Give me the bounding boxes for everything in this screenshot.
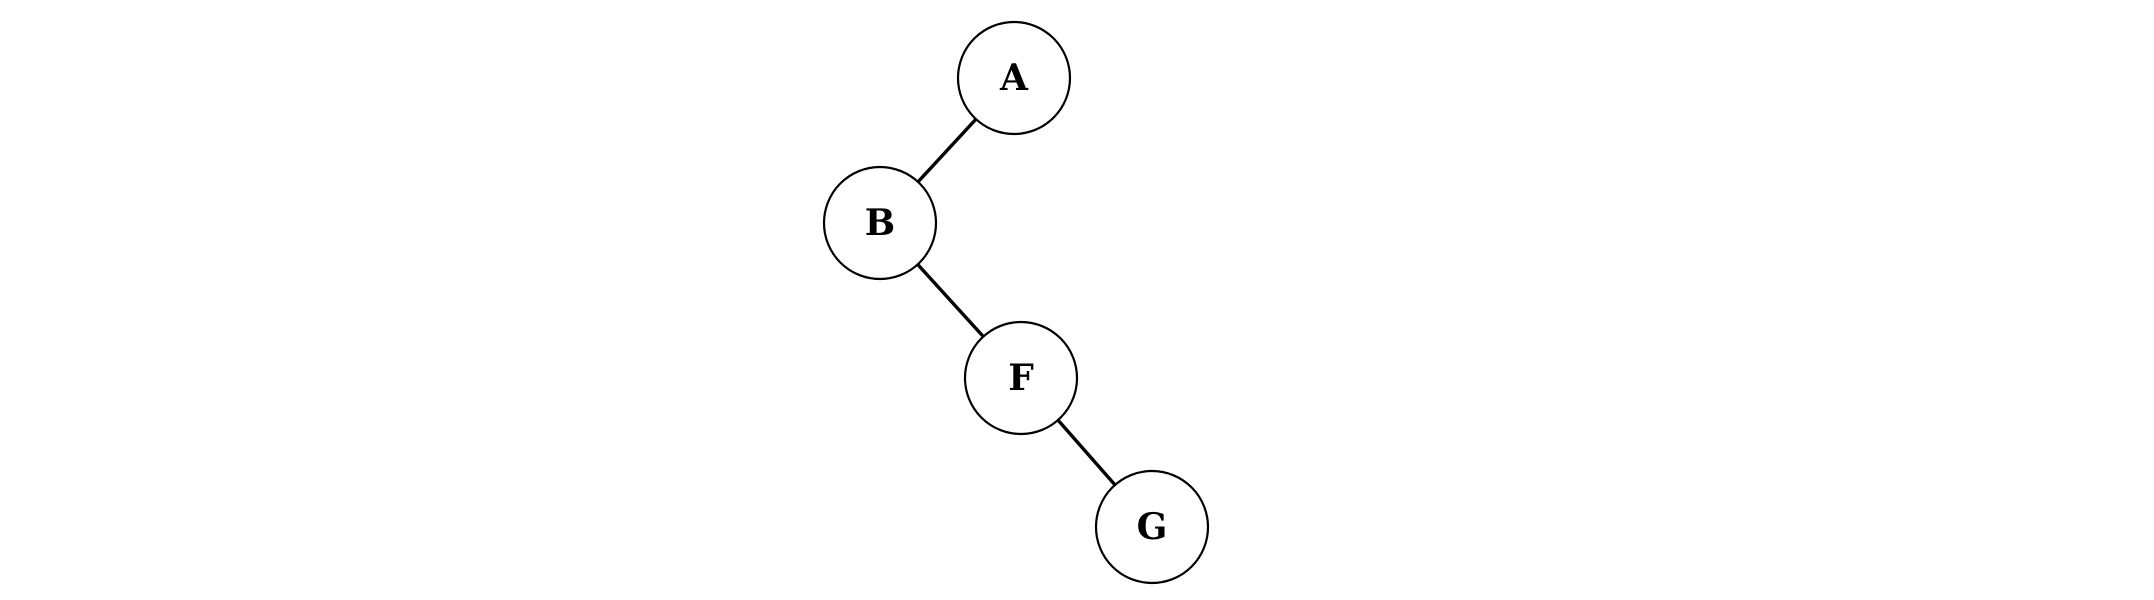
- tree-node-a: A: [956, 20, 1072, 136]
- node-label-f: F: [1008, 357, 1034, 399]
- node-circle-b: [822, 165, 938, 281]
- nodes-layer: A B F G: [822, 20, 1210, 585]
- tree-node-g: G: [1094, 469, 1210, 585]
- node-label-a: A: [999, 57, 1029, 99]
- edges-layer: [878, 76, 1154, 529]
- tree-node-b: B: [822, 165, 938, 281]
- node-circle-f: [963, 320, 1079, 436]
- node-label-g: G: [1137, 506, 1168, 548]
- node-circle-g: [1094, 469, 1210, 585]
- node-label-b: B: [865, 202, 895, 244]
- node-circle-a: [956, 20, 1072, 136]
- tree-node-f: F: [963, 320, 1079, 436]
